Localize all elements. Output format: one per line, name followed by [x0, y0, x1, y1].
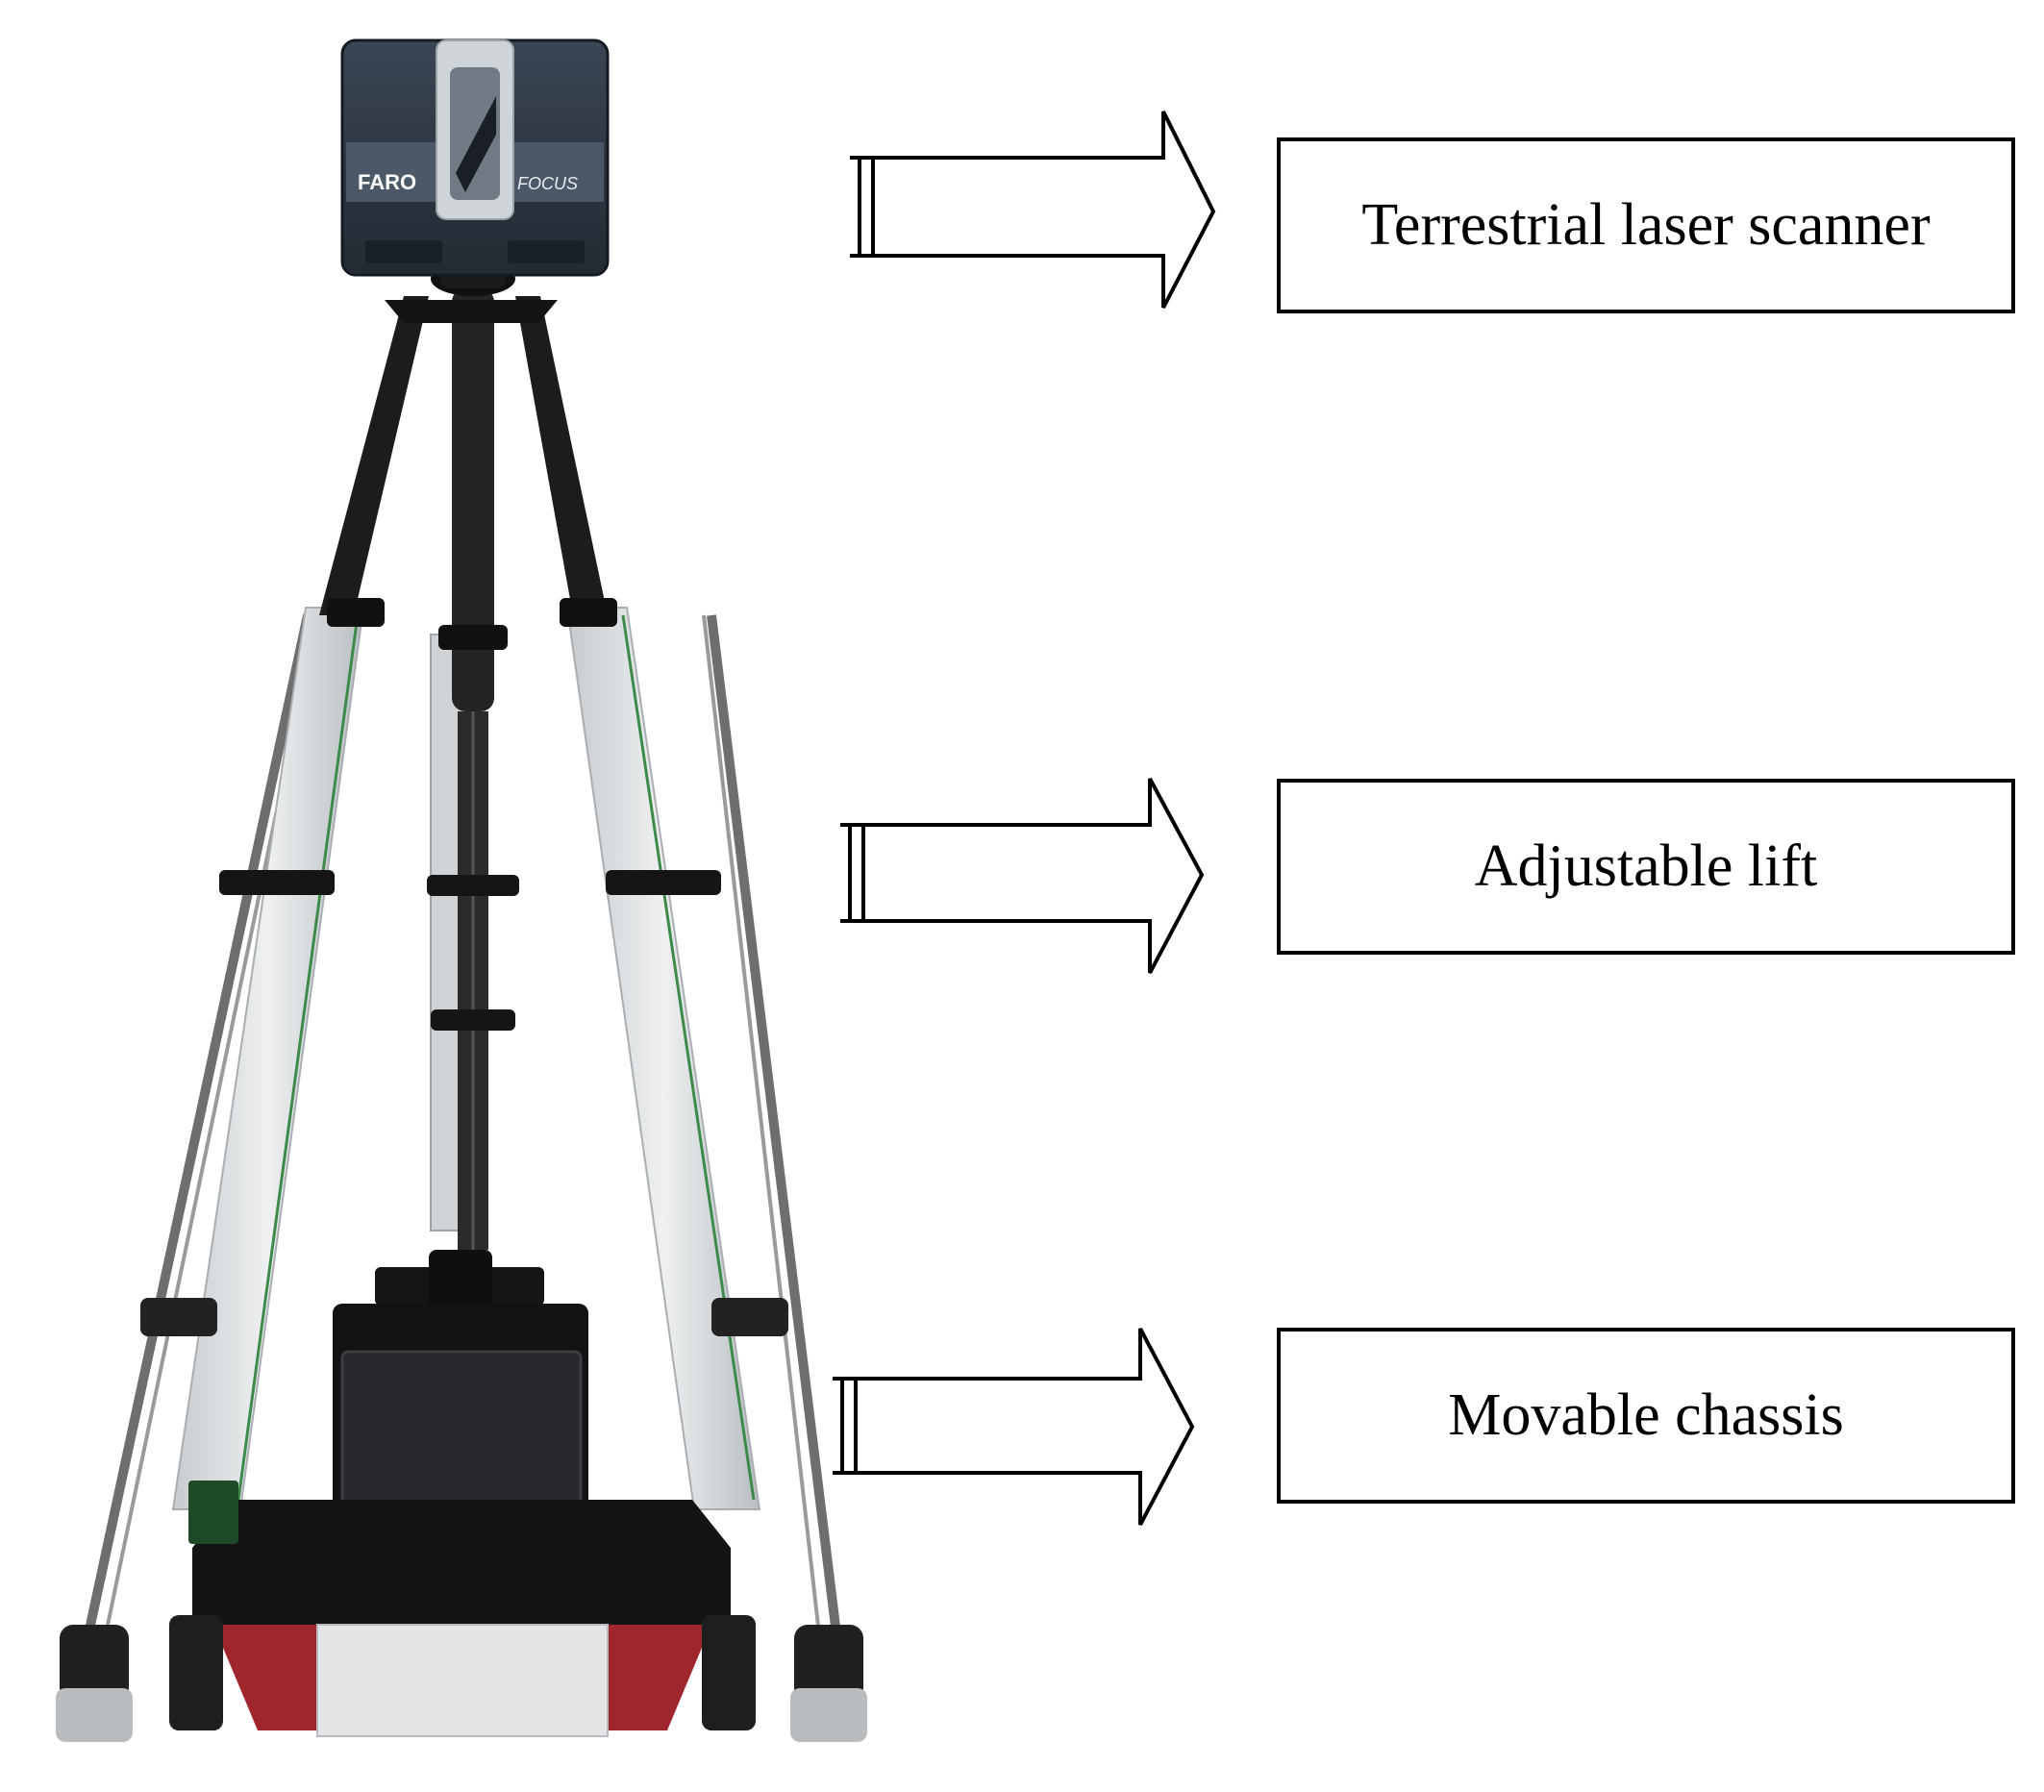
leg-clamps [140, 598, 788, 1336]
terrestrial-laser-scanner: FARO FOCUS [340, 38, 610, 277]
label-movable-chassis: Movable chassis [1277, 1328, 2015, 1504]
leveling-feet [56, 1625, 867, 1742]
right-block-arrow-icon [840, 778, 1205, 974]
right-block-arrow-icon [833, 1328, 1195, 1526]
label-adjustable-lift: Adjustable lift [1277, 779, 2015, 955]
movable-chassis [169, 1250, 756, 1737]
right-block-arrow-icon [850, 111, 1216, 309]
label-terrestrial-laser-scanner: Terrestrial laser scanner [1277, 137, 2015, 313]
scanner-brand-logo: FARO [358, 170, 416, 194]
scanner-model-logo: FOCUS [517, 174, 578, 193]
tripod-legs [319, 288, 608, 1250]
equipment-illustration: FARO FOCUS [56, 38, 867, 1742]
